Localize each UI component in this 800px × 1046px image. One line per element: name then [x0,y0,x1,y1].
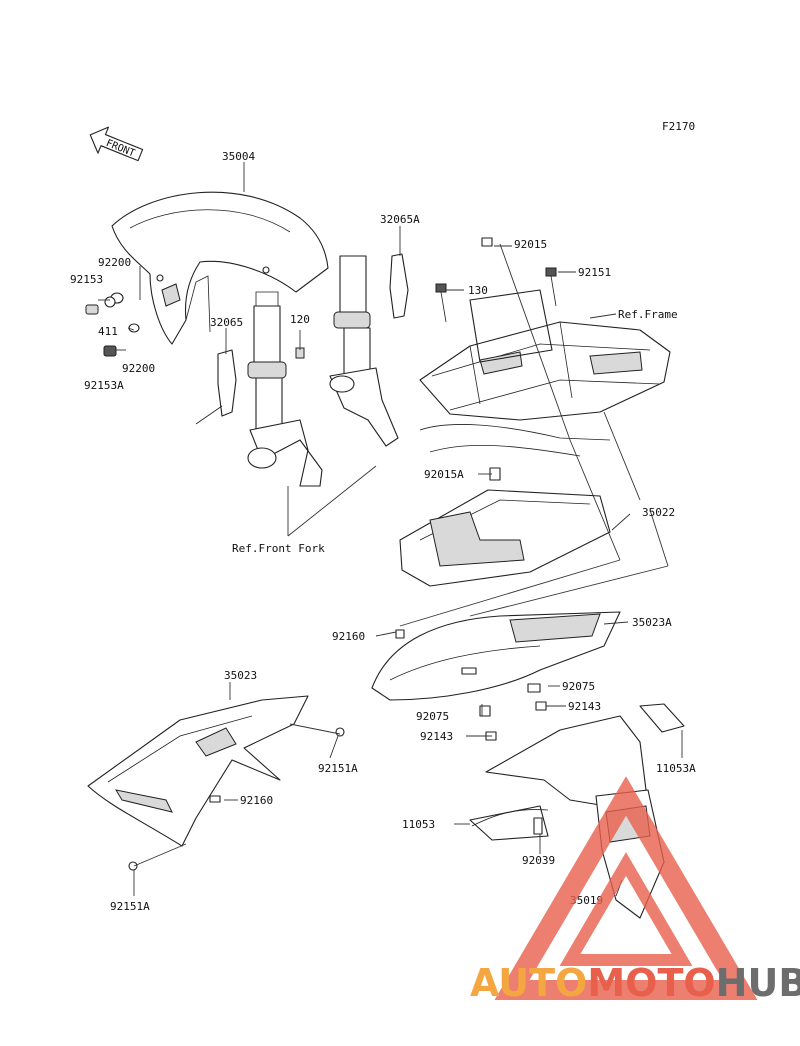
watermark-triangle-icon [494,776,758,1000]
label-92075-left: 92075 [416,710,449,723]
label-92160-bottom: 92160 [240,794,273,807]
label-ref-front-fork: Ref.Front Fork [232,542,325,555]
label-11053A: 11053A [656,762,696,775]
label-11053: 11053 [402,818,435,831]
label-92200-bottom: 92200 [122,362,155,375]
under-tray [399,467,611,587]
fender-hardware [85,292,140,357]
label-92160-top: 92160 [332,630,365,643]
leader-lines [98,162,683,897]
label-32065A: 32065A [380,213,420,226]
label-35023A: 35023A [632,616,672,629]
label-92039: 92039 [522,854,555,867]
front-fender-35004 [111,191,329,345]
label-92200-top: 92200 [98,256,131,269]
bracket-32065A [389,253,409,319]
bracket-32065 [195,349,237,425]
label-35023: 35023 [224,669,257,682]
label-35019: 35019 [570,894,603,907]
watermark-moto: MOTO [587,961,715,1005]
label-130: 130 [468,284,488,297]
seat-cowl-35023A [371,611,621,717]
label-92153: 92153 [70,273,103,286]
label-ref-frame: Ref.Frame [618,308,678,321]
label-120: 120 [290,313,310,326]
watermark-hub: HUB [716,961,800,1005]
frame-bolts [435,237,557,323]
watermark-logo: AUTOMOTOHUB [470,776,800,1005]
label-92015: 92015 [514,238,547,251]
side-cover-35023 [87,695,345,871]
part-labels: 35004 32065A 92015 92151 130 Ref.Frame 9… [70,150,696,913]
label-92151A-left: 92151A [110,900,150,913]
watermark-text: AUTOMOTOHUB [470,961,800,1005]
label-35022: 35022 [642,506,675,519]
front-fork [247,255,399,487]
label-92015A: 92015A [424,468,464,481]
label-92151: 92151 [578,266,611,279]
label-32065: 32065 [210,316,243,329]
figure-code: F2170 [662,120,695,133]
label-35004: 35004 [222,150,255,163]
label-411: 411 [98,325,118,338]
label-92143-left: 92143 [420,730,453,743]
label-92075-right: 92075 [562,680,595,693]
front-arrow-icon: FRONT [89,126,144,162]
label-92151A-right: 92151A [318,762,358,775]
label-92153A: 92153A [84,379,124,392]
watermark-auto: AUTO [470,961,587,1005]
label-92143-right: 92143 [568,700,601,713]
